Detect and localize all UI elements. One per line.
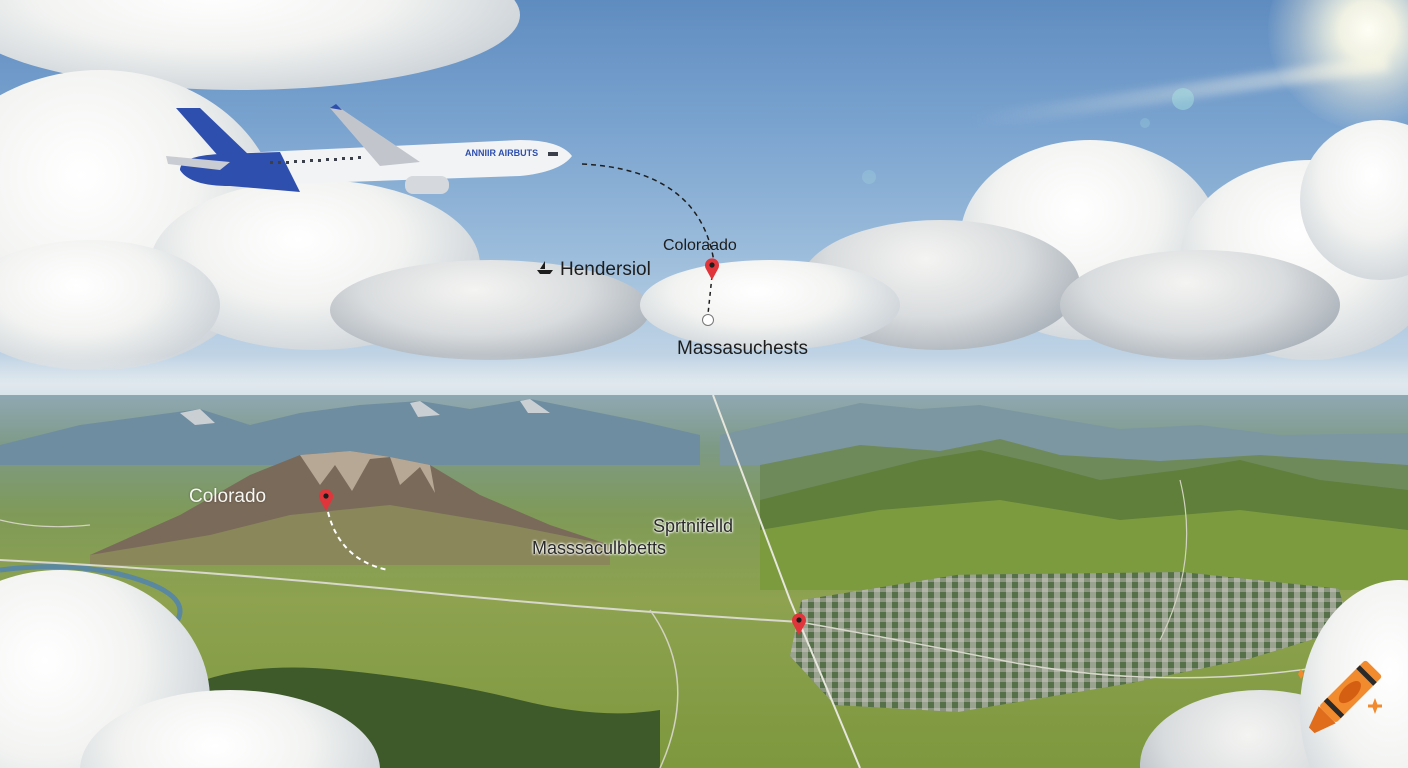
green-hills — [760, 450, 1408, 590]
mountain — [90, 451, 610, 565]
airplane: ANNIIR AIRBUTS — [166, 104, 572, 194]
cloud — [0, 240, 220, 370]
label-hendersiol: Hendersiol — [560, 259, 651, 280]
lens-flare — [1172, 88, 1194, 110]
map-pin-icon — [704, 257, 720, 281]
lens-flare — [862, 170, 876, 184]
label-masssaculbbetts: Masssaculbbetts — [532, 538, 667, 558]
boat-icon — [537, 261, 553, 275]
crayon-icon — [1294, 660, 1382, 734]
map-pin-icon — [791, 612, 807, 636]
label-sprtnifelld: Sprtnifelld — [653, 516, 734, 536]
cloud — [330, 260, 650, 360]
label-massasuchests: Massasuchests — [677, 338, 808, 359]
label-coloraado: Coloraado — [663, 237, 737, 254]
label-colorado: Colorado — [189, 486, 267, 507]
cloud — [640, 260, 900, 350]
map-pin-icon — [318, 488, 334, 512]
lens-flare — [1140, 118, 1150, 128]
cloud — [1060, 250, 1340, 360]
waypoint-circle-icon — [702, 314, 714, 326]
airplane-livery: ANNIIR AIRBUTS — [465, 148, 538, 158]
